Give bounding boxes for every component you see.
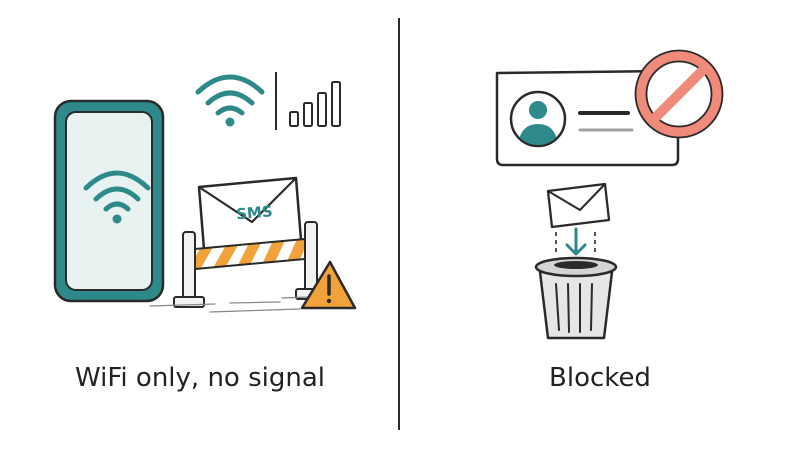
sms-envelope-icon: SMS [197,176,303,251]
smartphone-icon [53,99,165,303]
user-avatar-icon [509,90,567,148]
sms-label: SMS [235,202,273,223]
trash-can-icon [534,256,618,340]
road-barrier-icon [173,221,327,308]
drop-guides [555,232,596,252]
caption-blocked: Blocked [549,363,651,393]
arrow-down-icon [565,227,587,256]
prohibited-icon [634,49,724,139]
mail-envelope-icon [546,182,611,229]
caption-wifi-only: WiFi only, no signal [75,363,325,393]
wifi-top-icon [195,74,265,127]
warning-triangle-icon [300,260,357,310]
wifi-icon [83,170,151,224]
cellular-signal-bars-icon [289,81,341,127]
